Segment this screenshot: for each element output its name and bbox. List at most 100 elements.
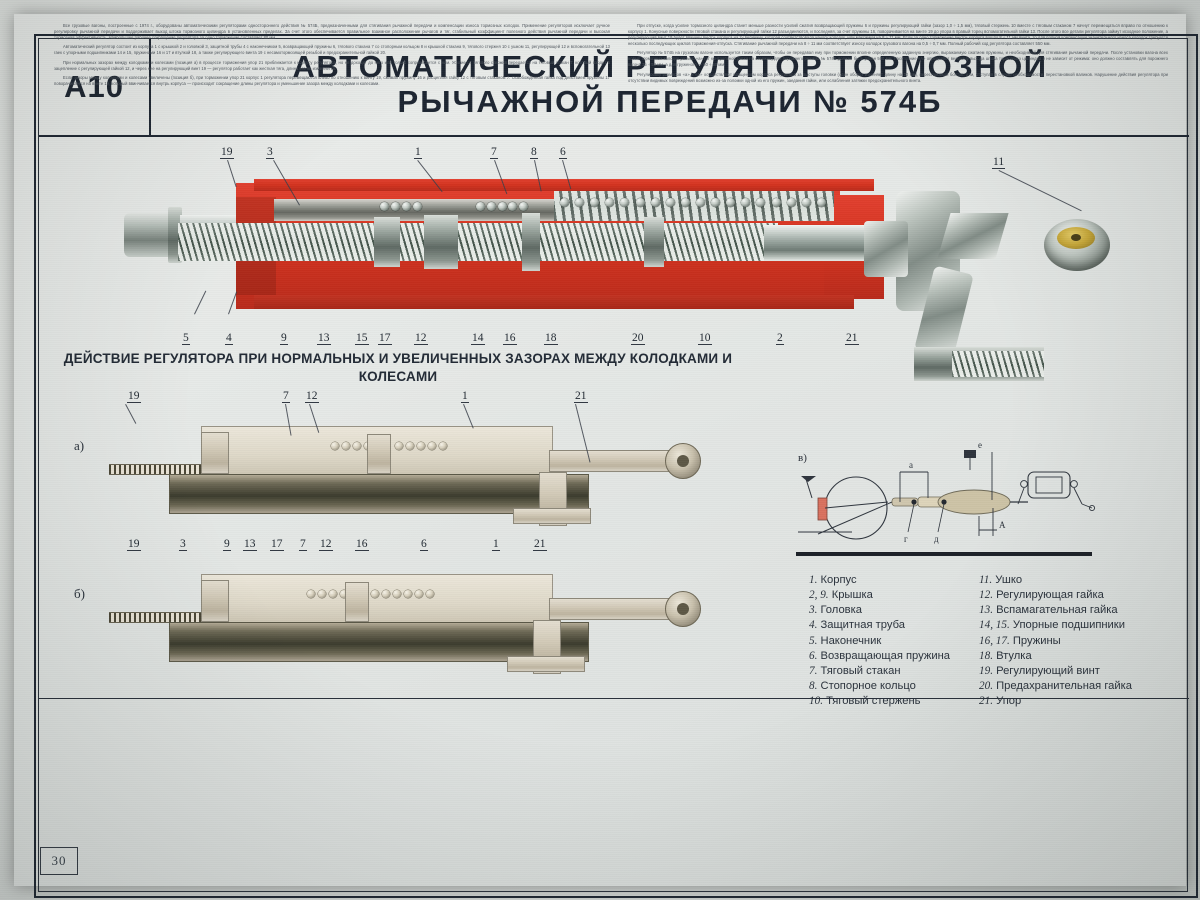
legend-num: 14, 15.: [979, 619, 1010, 632]
view-b-callout-17: 17: [270, 538, 284, 552]
legend-num: 3.: [809, 604, 818, 617]
housing-top-rail: [254, 179, 874, 191]
poster-paper: А10 АВТОМАТИЧЕСКИЙ РЕГУЛЯТОР ТОРМОЗНОЙ Р…: [14, 14, 1198, 898]
legend-num: 4.: [809, 619, 818, 632]
view-a-diagram: [109, 412, 729, 532]
callout-18: 18: [544, 332, 558, 346]
legend-item: 2, 9. Крышка: [809, 588, 950, 603]
view-b-callout-9: 9: [223, 538, 231, 552]
callout-9: 9: [280, 332, 288, 346]
view-b-diagram: [109, 560, 729, 680]
page-number-badge: 30: [40, 847, 78, 875]
legend-num: 19.: [979, 664, 993, 677]
view-a-callout-1: 1: [461, 390, 469, 404]
view-a-callout-7: 7: [282, 390, 290, 404]
view-b-label: б): [74, 586, 85, 601]
legend-num: 2, 9.: [809, 589, 829, 602]
callout-2: 2: [776, 332, 784, 346]
legend-item: 8. Стопорное кольцо: [809, 679, 950, 694]
schematic-mark-a: а: [909, 460, 913, 470]
view-b-lever: [507, 656, 585, 672]
body-paragraph: Все грузовые вагоны, построенные с 1974 …: [54, 23, 610, 41]
legend-item: 12. Регулирующая гайка: [979, 588, 1132, 603]
callout-5: 5: [182, 332, 190, 346]
legend-text: Возвращающая пружина: [820, 649, 951, 662]
schematic-label: в): [798, 452, 807, 464]
callout-4: 4: [225, 332, 233, 346]
poster-title-cell: АВТОМАТИЧЕСКИЙ РЕГУЛЯТОР ТОРМОЗНОЙ РЫЧАЖ…: [151, 39, 1189, 135]
view-b-eye: [665, 591, 701, 627]
view-b-housing: [201, 574, 553, 624]
view-b-nut-12: [345, 582, 369, 622]
legend-num: 10.: [809, 694, 823, 707]
legend-item: 18. Втулка: [979, 649, 1132, 664]
legend-item: 7. Тяговый стакан: [809, 664, 950, 679]
legend-item: 6. Возвращающая пружина: [809, 649, 950, 664]
legend-num: 20.: [979, 679, 993, 692]
body-paragraph: При нормальных зазорах между колодками и…: [54, 59, 610, 71]
legend-item: 16, 17. Пружины: [979, 634, 1132, 649]
legend-num: 7.: [809, 664, 818, 677]
view-b-callout-13: 13: [243, 538, 257, 552]
callout-16: 16: [503, 332, 517, 346]
body-text-column-left: Все грузовые вагоны, построенные с 1974 …: [54, 23, 610, 90]
callout-11: 11: [992, 156, 1006, 170]
legend-num: 13.: [979, 604, 993, 617]
view-b-callout-21: 21: [533, 538, 547, 552]
view-a-bearing-row-1: [331, 442, 372, 450]
legend-column-right: 11. Ушко 12. Регулирующая гайка 13. Вспа…: [939, 573, 1132, 709]
view-a-callout-19: 19: [127, 390, 141, 404]
poster-code-cell: А10: [39, 39, 151, 135]
view-b-callout-16: 16: [355, 538, 369, 552]
legend-text: Пружины: [1012, 634, 1061, 647]
callout-15: 15: [355, 332, 369, 346]
legend-num: 8.: [809, 679, 818, 692]
part-return-spring-6: [554, 191, 834, 221]
view-a-callout-21: 21: [574, 390, 588, 404]
view-b-head: [201, 580, 229, 622]
callout-13: 13: [317, 332, 331, 346]
legend-num: 1.: [809, 574, 818, 587]
legend-text: Упор: [996, 694, 1022, 707]
view-b-bearing-row-1: [307, 590, 348, 598]
schematic-mark-g: г: [904, 534, 908, 544]
legend-text: Наконечник: [820, 634, 882, 647]
callout-3: 3: [266, 146, 274, 160]
legend-text: Регулирующий винт: [996, 664, 1100, 677]
legend-item: 11. Ушко: [979, 573, 1132, 588]
view-b-callout-6: 6: [420, 538, 428, 552]
housing-bottom-rail: [254, 295, 854, 309]
legend-column-left: 1. Корпус 2, 9. Крышка 3. Головка 4. Защ…: [769, 573, 950, 709]
view-b-rod: [549, 598, 681, 620]
view-a-eye: [665, 443, 701, 479]
body-paragraph: Автоматический регулятор состоит из корп…: [54, 44, 610, 56]
legend-text: Стопорное кольцо: [820, 679, 916, 692]
view-a-label: а): [74, 438, 85, 453]
part-auxiliary-nut-13: [374, 217, 400, 267]
view-a-bearing-row-2: [395, 442, 447, 450]
part-regulating-screw-19: [178, 223, 778, 261]
legend-text: Тяговый стержень: [826, 694, 921, 707]
part-traction-cup-7: [522, 213, 540, 271]
view-b-callout-3: 3: [179, 538, 187, 552]
schematic-mark-A: А: [999, 520, 1006, 530]
schematic-vector: [798, 450, 1096, 540]
legend-text: Регулирующая гайка: [996, 589, 1104, 602]
legend-item: 5. Наконечник: [809, 634, 950, 649]
legend-text: Упорные подшипники: [1012, 619, 1125, 632]
legend-text: Головка: [820, 604, 862, 617]
legend-item: 1. Корпус: [809, 573, 950, 588]
schematic-mark-d: д: [934, 534, 939, 544]
view-a-protective-tube: [169, 474, 589, 514]
legend-num: 18.: [979, 649, 993, 662]
legend-item: 13. Вспамагательная гайка: [979, 603, 1132, 618]
part-stop-21: [864, 221, 908, 277]
bottom-text-block: [39, 698, 1189, 867]
body-paragraph: При отпуске, когда усилие тормозного цил…: [628, 23, 1168, 47]
part-eye-11: [1044, 219, 1110, 271]
legend-text: Корпус: [820, 574, 857, 587]
view-b-protective-tube: [169, 622, 589, 662]
view-a-lever: [513, 508, 591, 524]
spring-coil-highlights: [560, 197, 826, 207]
